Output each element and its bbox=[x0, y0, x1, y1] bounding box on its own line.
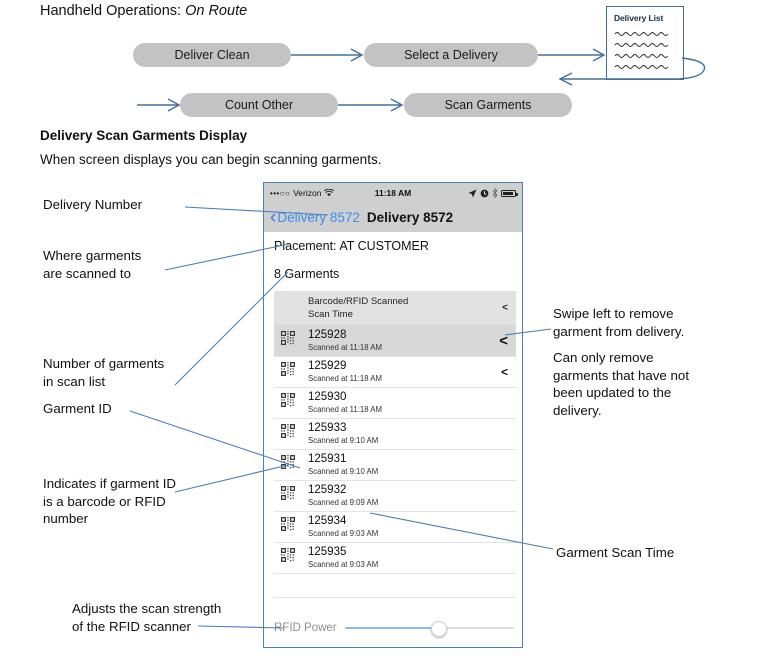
flow-node-select-a-delivery[interactable]: Select a Delivery bbox=[364, 43, 538, 67]
flowchart-title-prefix: Handheld Operations: bbox=[40, 3, 186, 19]
scan-list-header: Barcode/RFID Scanned Scan Time < bbox=[274, 291, 516, 325]
phone-screenshot: •••○○ Verizon 11:18 AM ‹ Delivery bbox=[263, 182, 523, 648]
garment-scan-time: Scanned at 9:10 AM bbox=[308, 436, 379, 445]
garment-id: 125933 bbox=[308, 422, 347, 434]
chevron-left-icon[interactable]: < bbox=[502, 302, 508, 314]
rfid-power-control[interactable]: RFID Power bbox=[274, 621, 514, 637]
location-arrow-icon bbox=[468, 189, 477, 197]
battery-icon bbox=[501, 189, 518, 197]
status-bar-right bbox=[468, 188, 518, 198]
annotation-delivery-number: Delivery Number bbox=[43, 197, 143, 212]
qr-code-icon bbox=[281, 486, 295, 500]
flow-node-count-other[interactable]: Count Other bbox=[180, 93, 338, 117]
slider-knob[interactable] bbox=[431, 621, 448, 637]
status-bar-left: •••○○ Verizon bbox=[270, 188, 335, 198]
flowchart-title: Handheld Operations: On Route bbox=[40, 3, 247, 19]
flow-node-label: Count Other bbox=[224, 98, 294, 112]
qr-code-icon bbox=[281, 331, 295, 345]
annotation-where-scanned-to: Where garments are scanned to bbox=[43, 248, 142, 281]
garment-id: 125931 bbox=[308, 453, 347, 465]
table-row-empty bbox=[274, 597, 516, 621]
garment-id: 125932 bbox=[308, 484, 347, 496]
status-bar: •••○○ Verizon 11:18 AM bbox=[264, 183, 522, 203]
table-row-empty bbox=[274, 573, 516, 597]
garment-scan-time: Scanned at 9:03 AM bbox=[308, 560, 379, 569]
wifi-icon bbox=[324, 189, 335, 197]
garment-scan-time: Scanned at 11:18 AM bbox=[308, 405, 382, 414]
flow-node-label: Scan Garments bbox=[444, 98, 532, 112]
chevron-left-icon[interactable]: < bbox=[499, 332, 508, 350]
garment-count-label: 8 Garments bbox=[274, 267, 340, 281]
garment-id: 125930 bbox=[308, 391, 347, 403]
annotation-garment-scan-time: Garment Scan Time bbox=[556, 545, 675, 560]
flow-node-label: Deliver Clean bbox=[174, 48, 250, 62]
garment-id: 125935 bbox=[308, 546, 347, 558]
back-button-label[interactable]: Delivery 8572 bbox=[277, 210, 360, 225]
annotation-garment-id: Garment ID bbox=[43, 401, 112, 416]
qr-code-icon bbox=[281, 362, 295, 376]
delivery-list-title: Delivery List bbox=[614, 13, 664, 23]
bluetooth-icon bbox=[492, 188, 498, 198]
annotation-barcode-or-rfid: Indicates if garment ID is a barcode or … bbox=[43, 476, 177, 526]
qr-code-icon bbox=[281, 517, 295, 531]
placement-label: Placement: AT CUSTOMER bbox=[274, 239, 429, 253]
slider-fill bbox=[344, 627, 440, 629]
annotation-cannot-remove: Can only remove garments that have not b… bbox=[553, 350, 690, 418]
flow-node-deliver-clean[interactable]: Deliver Clean bbox=[133, 43, 291, 67]
qr-code-icon bbox=[281, 424, 295, 438]
delivery-list-document: Delivery List bbox=[606, 6, 684, 80]
garment-scan-time: Scanned at 9:10 AM bbox=[308, 467, 379, 476]
flow-node-label: Select a Delivery bbox=[404, 48, 498, 62]
column-header-scan-time: Scan Time bbox=[308, 309, 353, 320]
rfid-power-slider[interactable] bbox=[344, 621, 514, 637]
page-section-subtext: When screen displays you can begin scann… bbox=[40, 152, 382, 167]
chevron-left-icon[interactable]: < bbox=[500, 365, 508, 379]
garment-id: 125934 bbox=[308, 515, 347, 527]
flowchart-arrows bbox=[137, 48, 706, 112]
garment-scan-time: Scanned at 9:09 AM bbox=[308, 498, 379, 507]
rfid-power-label: RFID Power bbox=[274, 622, 337, 634]
flowchart-title-emphasis: On Route bbox=[185, 3, 248, 19]
page-section-heading: Delivery Scan Garments Display bbox=[40, 128, 248, 143]
column-header-barcode: Barcode/RFID Scanned bbox=[308, 296, 409, 307]
garment-scan-time: Scanned at 9:03 AM bbox=[308, 529, 379, 538]
signal-dots-icon: •••○○ bbox=[270, 188, 291, 198]
annotation-rfid-power: Adjusts the scan strength of the RFID sc… bbox=[72, 601, 222, 634]
qr-code-icon bbox=[281, 455, 295, 469]
annotation-swipe-left: Swipe left to remove garment from delive… bbox=[553, 306, 685, 339]
navigation-bar: ‹ Delivery 8572 Delivery 8572 bbox=[264, 203, 522, 232]
status-bar-time: 11:18 AM bbox=[374, 188, 412, 198]
alarm-icon bbox=[480, 189, 489, 197]
annotation-number-of-garments: Number of garments in scan list bbox=[43, 356, 165, 389]
flow-node-scan-garments[interactable]: Scan Garments bbox=[404, 93, 572, 117]
chevron-left-icon[interactable]: ‹ bbox=[270, 207, 277, 228]
garment-id: 125929 bbox=[308, 360, 347, 372]
page-title: Delivery 8572 bbox=[366, 210, 454, 225]
qr-code-icon bbox=[281, 393, 295, 407]
garment-scan-time: Scanned at 11:18 AM bbox=[308, 343, 382, 352]
carrier-label: Verizon bbox=[293, 188, 322, 198]
garment-scan-time: Scanned at 11:18 AM bbox=[308, 374, 382, 383]
delivery-list-squiggle-lines bbox=[614, 32, 669, 69]
garment-id: 125928 bbox=[308, 329, 347, 341]
qr-code-icon bbox=[281, 548, 295, 562]
